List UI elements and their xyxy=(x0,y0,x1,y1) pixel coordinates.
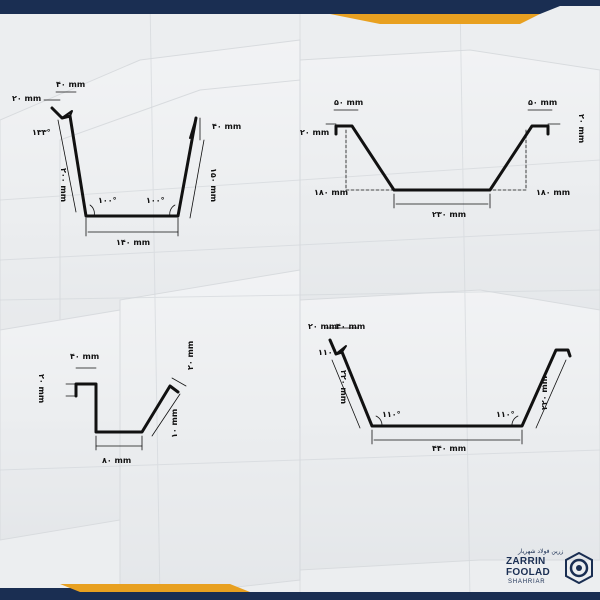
profile-1-right-lip-label: ۴۰ mm xyxy=(212,122,242,131)
profile-2-top-left-label: ۵۰ mm xyxy=(334,98,364,107)
profile-4-left-side-label: ۲۲۰ mm xyxy=(339,370,348,405)
top-brand-bar xyxy=(0,0,600,24)
profile-4-angle-left-label: ۱۱۰° xyxy=(382,410,401,419)
profile-3-lip-label: ۲۰ mm xyxy=(37,374,46,404)
steel-profiles-photo xyxy=(0,39,600,600)
profile-1-angle-right-label: ۱۰۰° xyxy=(146,196,165,205)
profile-1-bottom-label: ۱۴۰ mm xyxy=(116,238,151,247)
profile-4-lip-angle-label: ۱۱۰° xyxy=(318,348,337,357)
profile-4-bottom-label: ۴۴۰ mm xyxy=(432,444,467,453)
brand-name-line1: ZARRIN xyxy=(506,556,546,567)
profile-4-top-left-label: ۴۰ mm xyxy=(336,322,366,331)
profile-1-top-label: ۴۰ mm xyxy=(56,80,86,89)
brand-name-line2: FOOLAD xyxy=(506,567,551,578)
profile-2-lip-left-label: ۲۰ mm xyxy=(300,128,330,137)
profile-2-bottom-label: ۲۳۰ mm xyxy=(432,210,467,219)
brand-logo: زرین فولاد شهریار ZARRIN FOOLAD SHAHRIAR xyxy=(506,548,596,592)
profile-4-angle-right-label: ۱۱۰° xyxy=(496,410,515,419)
profile-1-right-side-label: ۱۵۰ mm xyxy=(209,168,218,203)
profile-2-height-left-label: ۱۸۰ mm xyxy=(314,188,349,197)
profile-3-right-side-label: ۱۰ mm xyxy=(170,408,179,438)
brand-name-fa: زرین فولاد شهریار xyxy=(518,548,564,555)
profile-1-lip-angle-label: ۱۳۳° xyxy=(32,128,51,137)
profile-4-lip-left-label: ۲۰ mm xyxy=(308,322,338,331)
profile-1-lip-label: ۲۰ mm xyxy=(12,94,42,103)
profile-1-drawing xyxy=(43,91,205,237)
profile-4-right-side-label: ۲۲۰ mm xyxy=(540,375,549,410)
profile-2-drawing xyxy=(325,109,561,209)
profile-3-right-lip-label: ۲۰ mm xyxy=(186,340,195,370)
coil-emblem-icon xyxy=(565,552,593,584)
profile-3-drawing xyxy=(65,367,187,451)
profile-3-top-label: ۴۰ mm xyxy=(70,352,100,361)
profile-2-top-right-label: ۵۰ mm xyxy=(528,98,558,107)
profile-1-left-side-label: ۲۰۰ mm xyxy=(59,168,68,203)
profile-1-angle-left-label: ۱۰۰° xyxy=(98,196,117,205)
profile-2-lip-right-label: ۲۰ mm xyxy=(577,114,586,144)
profile-4-drawing xyxy=(325,327,572,445)
brand-name-line3: SHAHRIAR xyxy=(508,579,546,585)
profile-3-bottom-label: ۸۰ mm xyxy=(102,456,132,465)
bottom-brand-bar xyxy=(0,584,600,600)
profile-2-height-right-label: ۱۸۰ mm xyxy=(536,188,571,197)
